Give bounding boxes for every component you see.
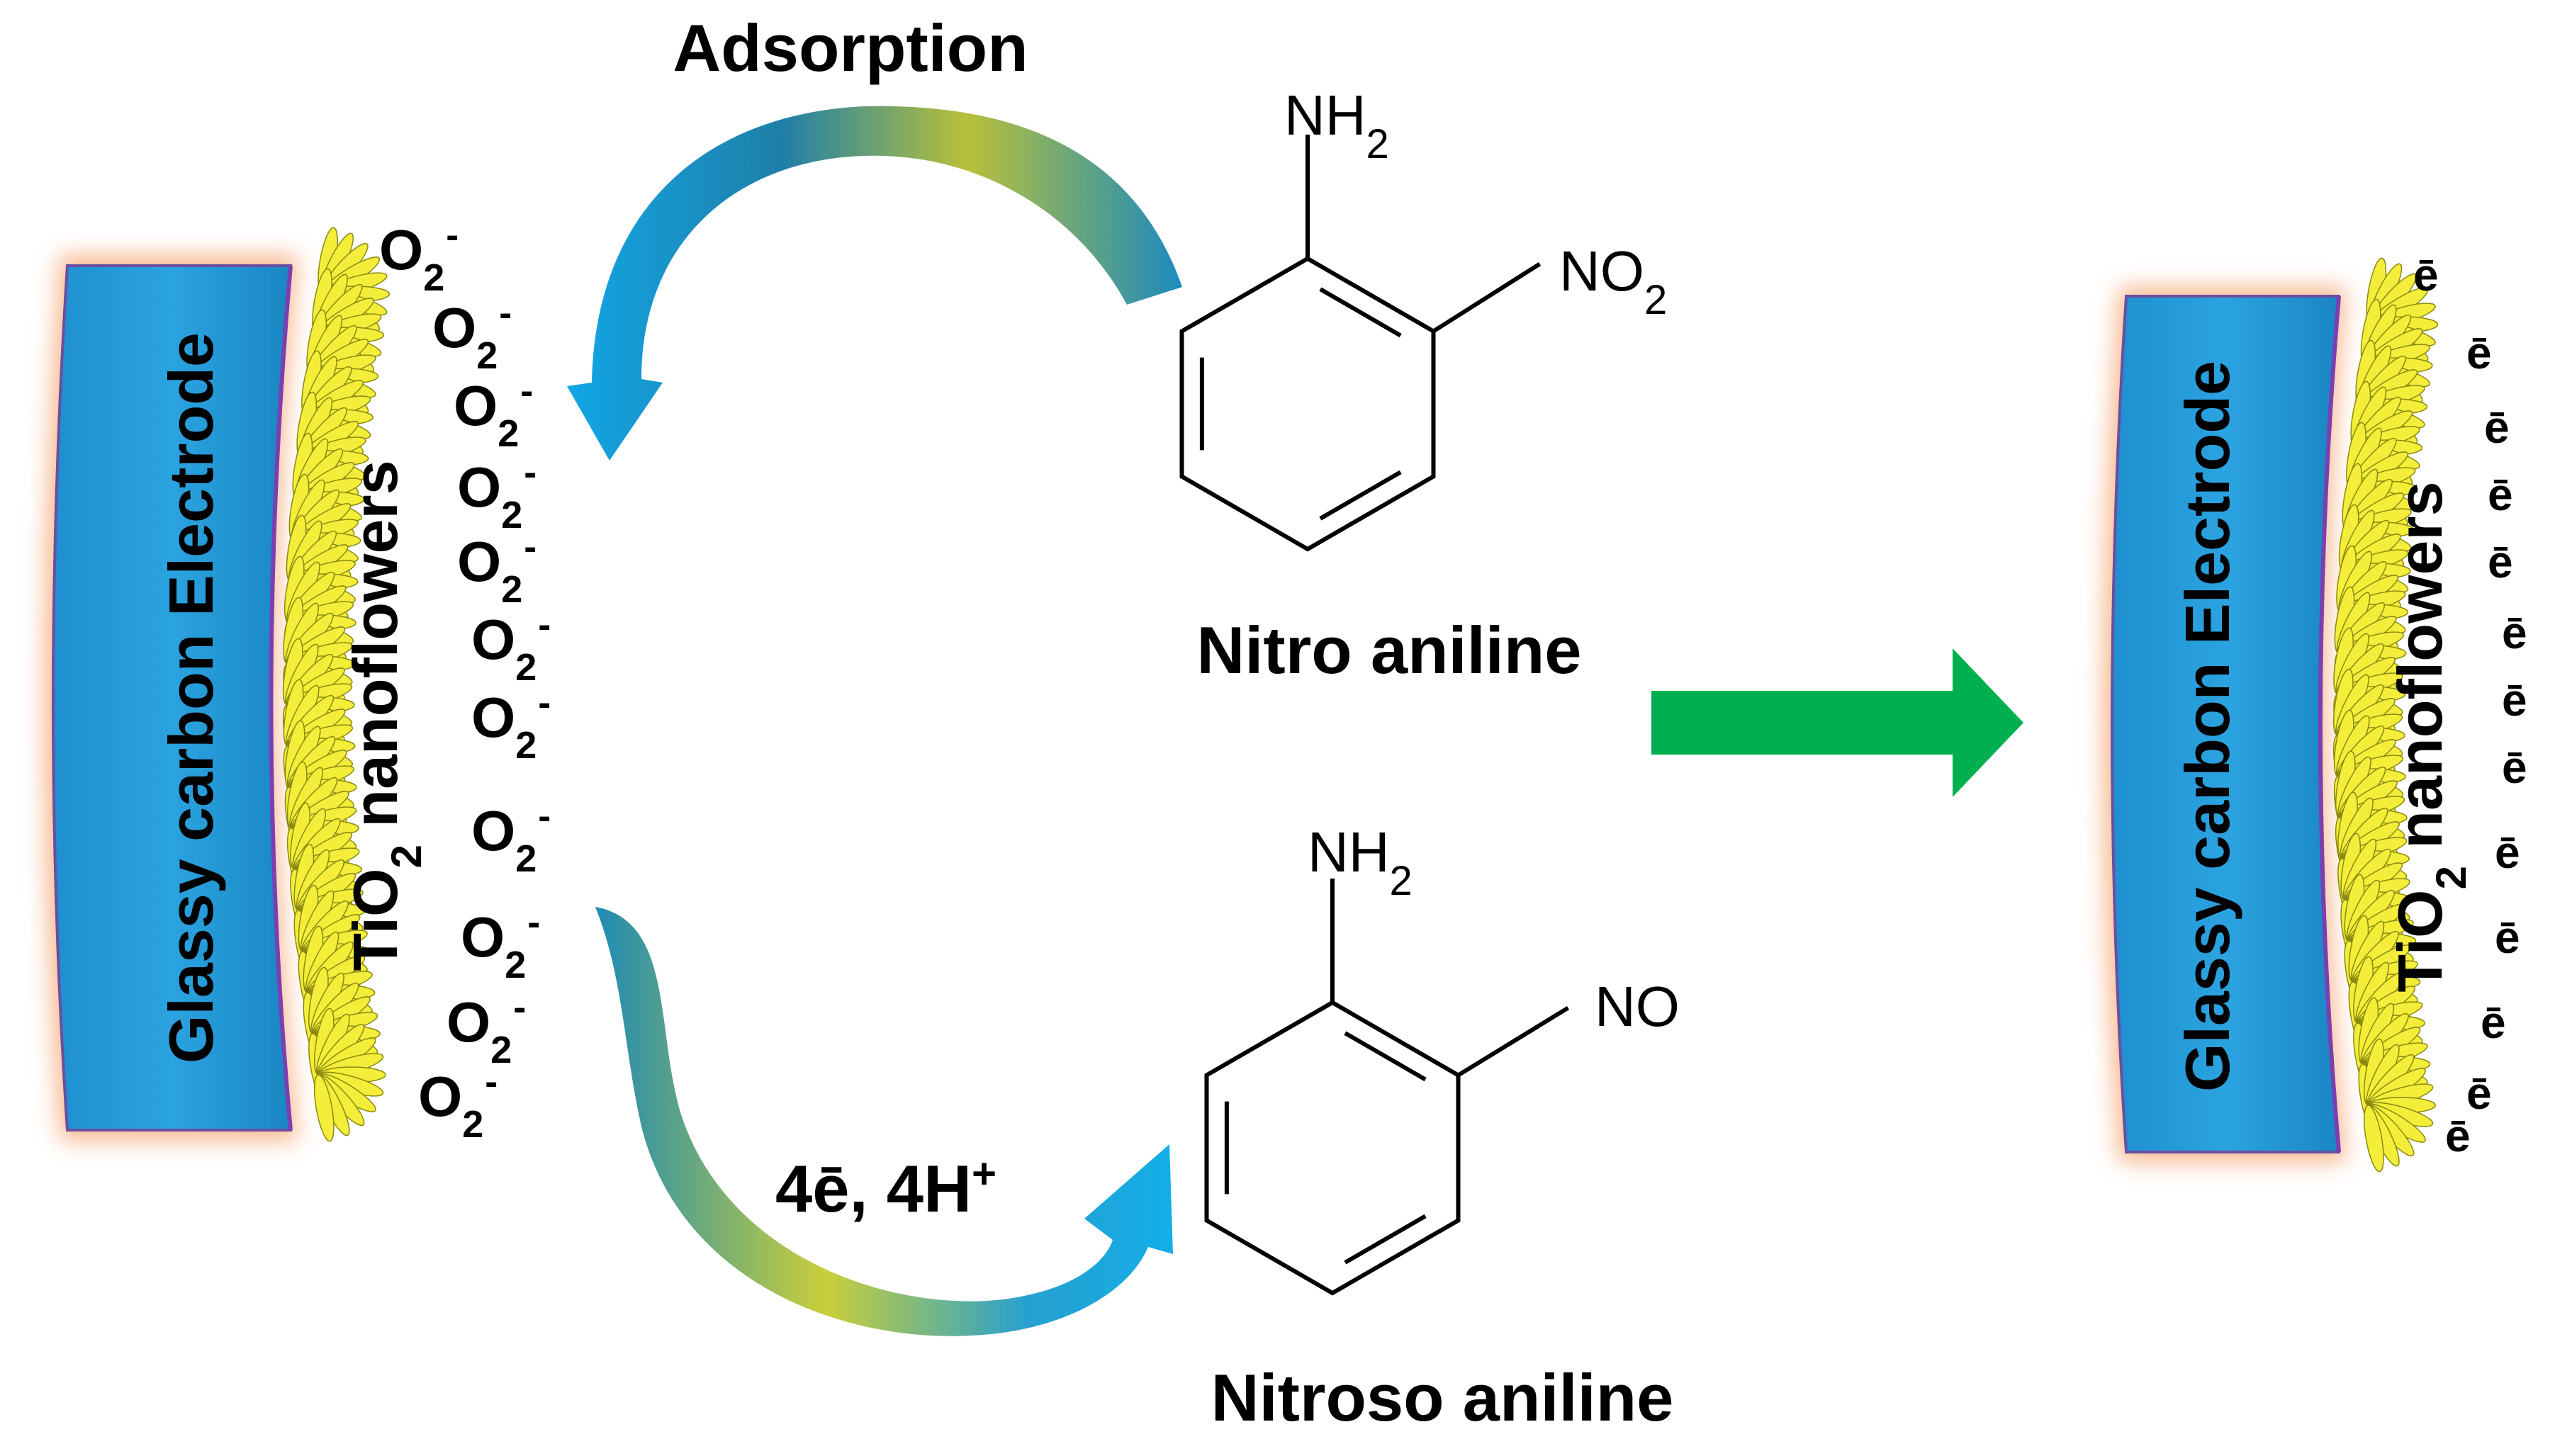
left-electrode-label: Glassy carbon Electrode bbox=[156, 332, 226, 1063]
electron-label: ē bbox=[2502, 675, 2527, 726]
electron-label: ē bbox=[2495, 827, 2520, 878]
nitro-aniline-structure: NH2 NO2 bbox=[1179, 84, 1667, 552]
ring-outline bbox=[1179, 256, 1436, 552]
process-arrow bbox=[1651, 648, 2023, 797]
ring-double-bond bbox=[1319, 287, 1402, 338]
nitro-aniline-label: Nitro aniline bbox=[1196, 613, 1581, 687]
electron-label: ē bbox=[2466, 327, 2492, 378]
amino-group-label: NH2 bbox=[1284, 84, 1389, 167]
electron-label: ē bbox=[2445, 1110, 2471, 1161]
right-electrode: Glassy carbon Electrode TiO2 nanoflowers… bbox=[2103, 249, 2527, 1173]
electron-label: ē bbox=[2495, 912, 2520, 963]
electron-label: ē bbox=[2481, 997, 2506, 1048]
superoxide-label: O2- bbox=[461, 901, 540, 986]
ring-double-bond bbox=[1344, 1031, 1427, 1082]
reduction-label: 4ē, 4H+ bbox=[775, 1150, 996, 1226]
superoxide-label: O2- bbox=[418, 1061, 498, 1146]
substituent-bond bbox=[1456, 1005, 1570, 1078]
superoxide-label: O2- bbox=[471, 795, 551, 880]
superoxide-label: O2- bbox=[457, 526, 537, 611]
right-electrode-edge bbox=[2318, 295, 2341, 1153]
electron-label: ē bbox=[2488, 469, 2513, 520]
electron-label: ē bbox=[2413, 249, 2439, 300]
superoxide-label: O2- bbox=[471, 682, 551, 767]
benzene-ring bbox=[1179, 135, 1542, 552]
benzene-ring bbox=[1204, 879, 1570, 1296]
nitroso-group-label: NO bbox=[1595, 975, 1680, 1038]
nanoflower-cluster bbox=[2364, 1038, 2436, 1173]
right-coating-label: TiO2 nanoflowers bbox=[2385, 481, 2475, 992]
superoxide-label: O2- bbox=[432, 292, 512, 377]
reduction-arrow bbox=[595, 907, 1173, 1336]
electron-label: ē bbox=[2502, 742, 2527, 793]
superoxide-label: O2- bbox=[471, 604, 551, 689]
ring-double-bond bbox=[1319, 470, 1402, 521]
superoxide-label: O2- bbox=[454, 370, 533, 455]
left-coating-label: TiO2 nanoflowers bbox=[340, 460, 430, 971]
left-electrode-edge bbox=[269, 265, 293, 1131]
nitroso-aniline-label: Nitroso aniline bbox=[1211, 1360, 1674, 1435]
electron-label: ē bbox=[2484, 402, 2510, 453]
electron-label: ē bbox=[2502, 607, 2527, 658]
nitro-group-label: NO2 bbox=[1559, 239, 1667, 323]
superoxide-label: O2- bbox=[379, 214, 459, 299]
electron-label: ē bbox=[2466, 1068, 2492, 1119]
left-electrode: Glassy carbon Electrode TiO2 nanoflowers… bbox=[44, 214, 551, 1146]
superoxide-label: O2- bbox=[447, 986, 526, 1071]
adsorption-arrow bbox=[567, 106, 1182, 461]
nitroso-aniline-structure: NH2 NO bbox=[1204, 820, 1680, 1296]
substituent-bond bbox=[1432, 261, 1542, 334]
ring-double-bond bbox=[1344, 1214, 1427, 1265]
left-nanoflower-layer bbox=[282, 227, 391, 1142]
electron-label: ē bbox=[2488, 536, 2513, 587]
superoxide-label: O2- bbox=[457, 451, 537, 536]
right-electrode-label: Glassy carbon Electrode bbox=[2172, 361, 2242, 1092]
nanoflower-cluster bbox=[313, 1008, 386, 1142]
right-nanoflower-layer bbox=[2332, 257, 2439, 1173]
ring-outline bbox=[1204, 1000, 1461, 1296]
adsorption-label: Adsorption bbox=[673, 11, 1028, 85]
superoxide-labels: O2-O2-O2-O2-O2-O2-O2-O2-O2-O2-O2- bbox=[379, 214, 551, 1146]
amino-group-label: NH2 bbox=[1308, 820, 1413, 904]
